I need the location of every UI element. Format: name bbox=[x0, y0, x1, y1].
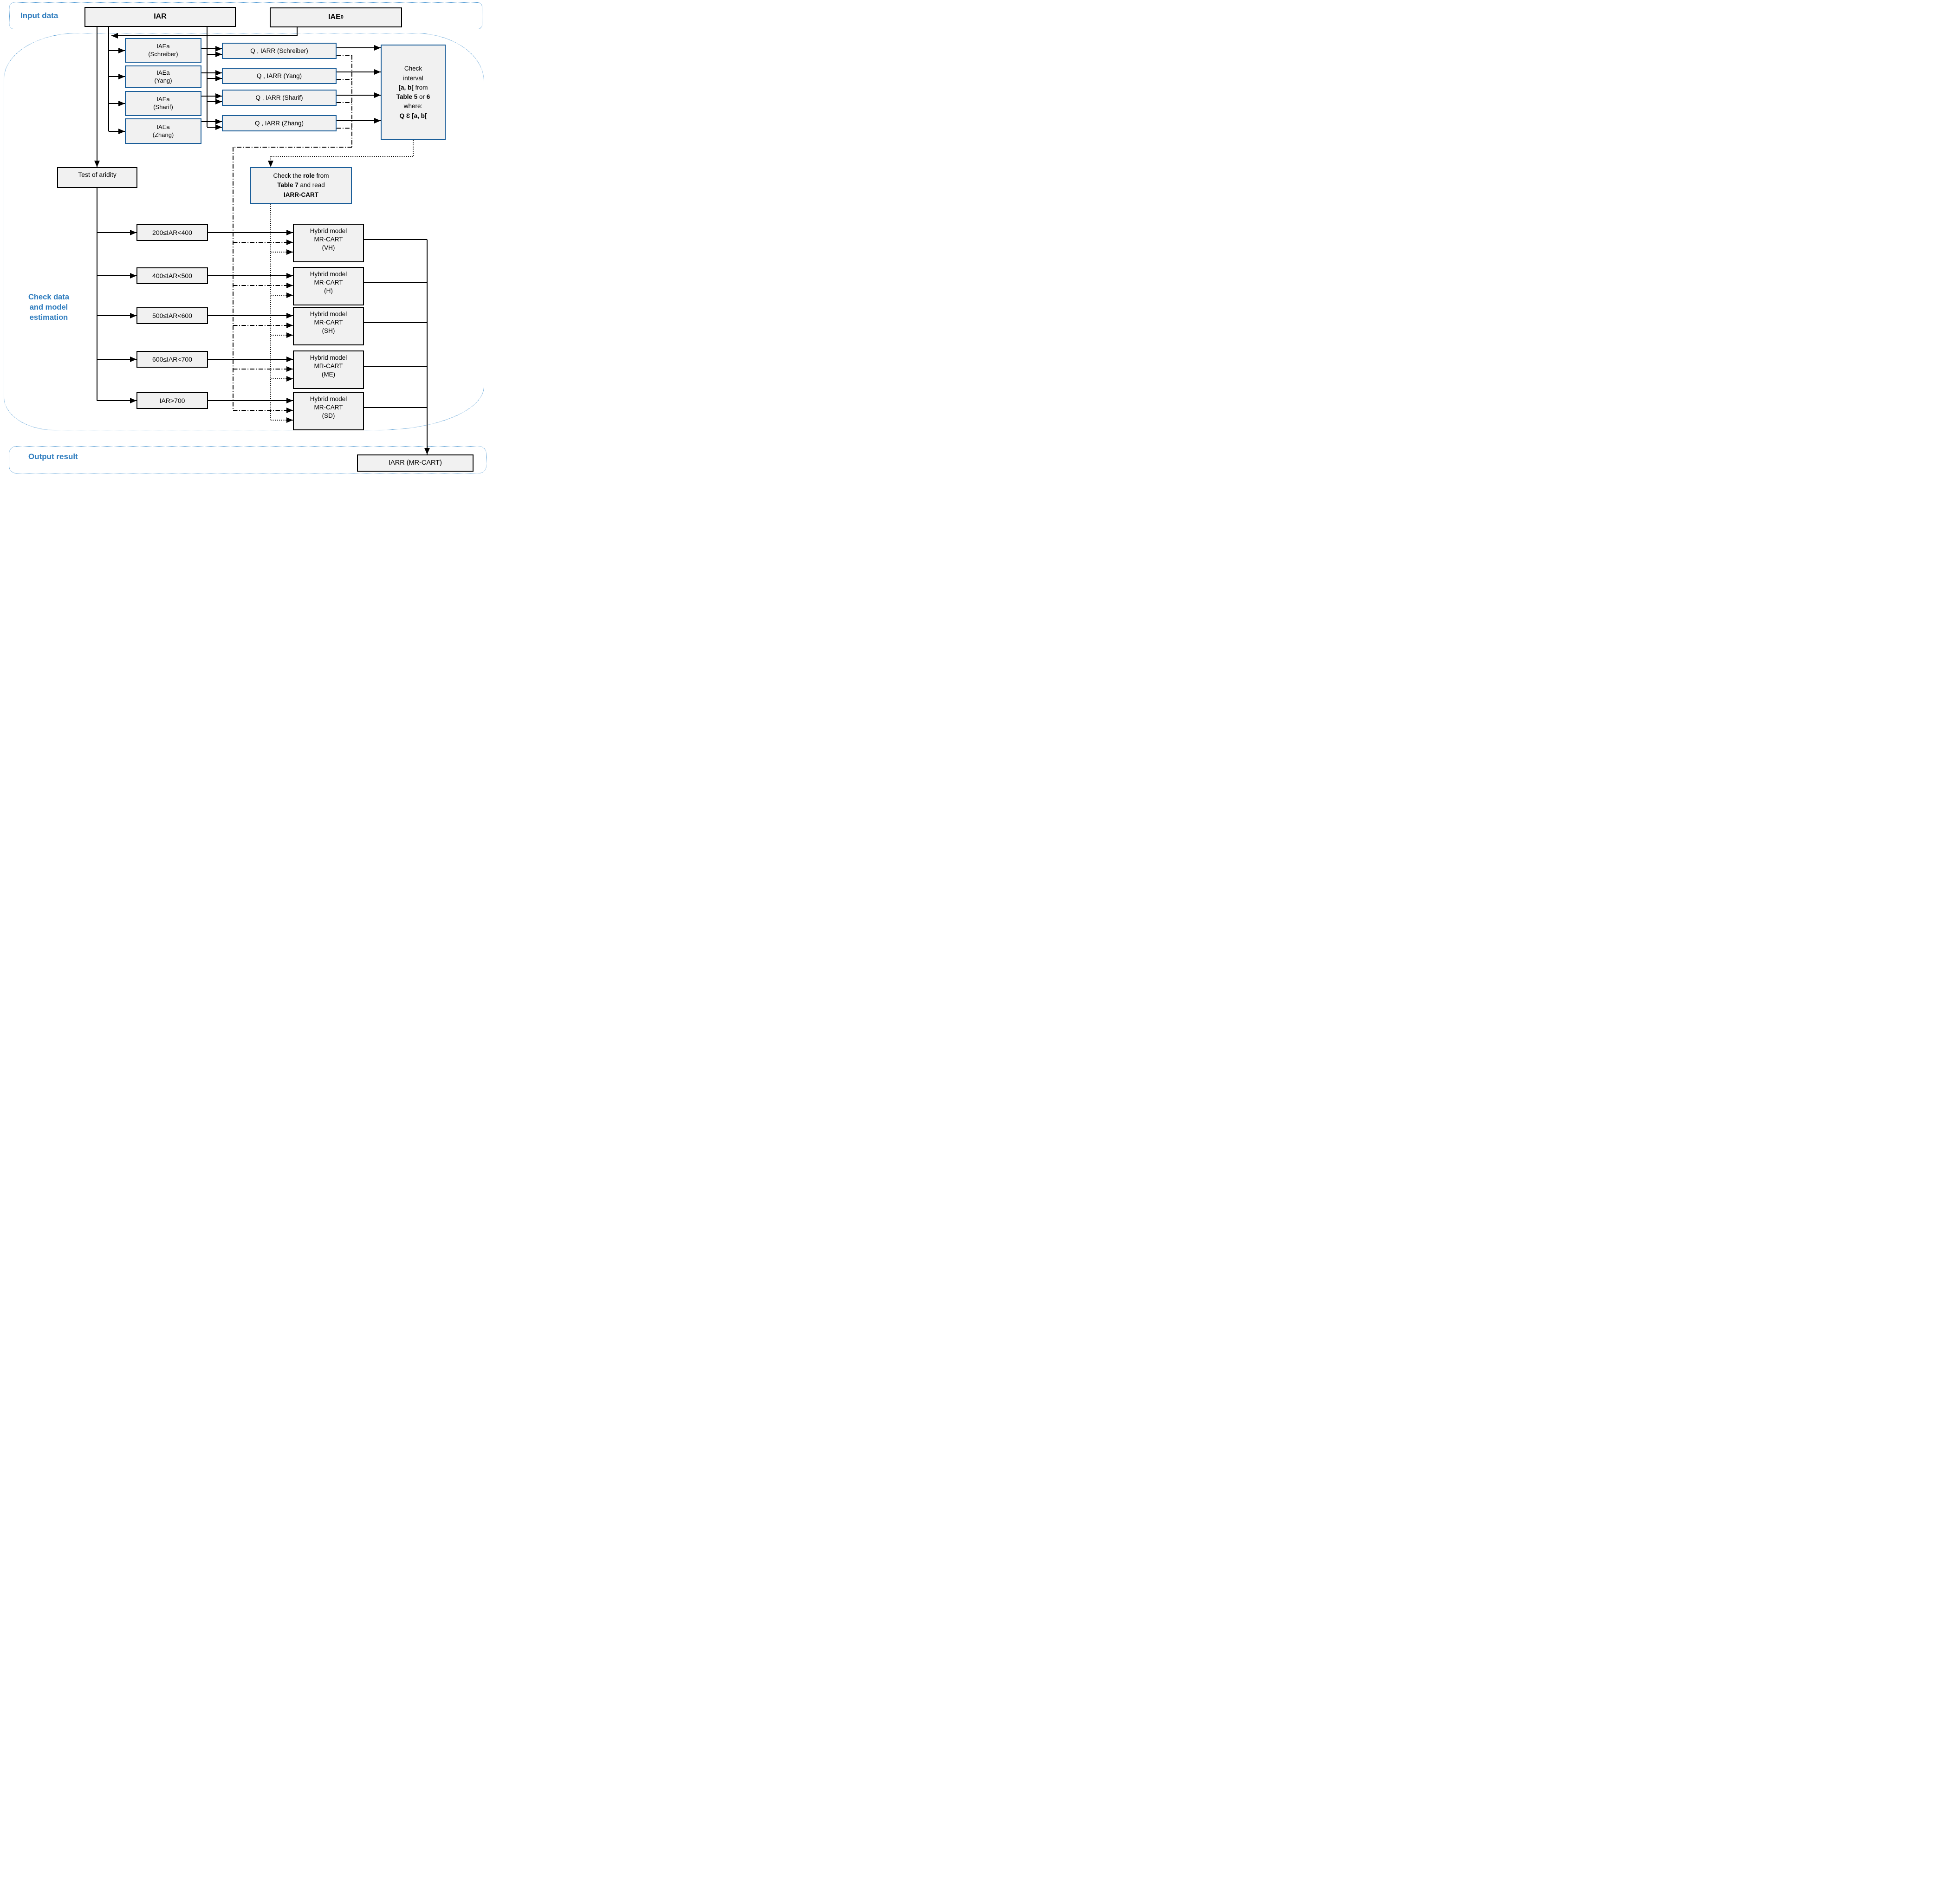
check-role-line1-bold: role bbox=[303, 172, 315, 179]
iaea-box-sharif: IAEa (Sharif) bbox=[125, 91, 201, 116]
check-interval-line5: where: bbox=[403, 103, 423, 110]
solid-connectors bbox=[94, 27, 430, 454]
test-of-aridity-box: Test of aridity bbox=[57, 167, 137, 188]
check-role-box: Check the role from Table 7 and read IAR… bbox=[250, 167, 352, 204]
check-role-line1a: Check the bbox=[273, 172, 303, 179]
check-role-line3-bold: IARR-CART bbox=[284, 191, 318, 198]
iae0-subscript: 0 bbox=[340, 14, 344, 20]
input-data-section-frame bbox=[9, 2, 482, 29]
condition-box-500-600: 500≤IAR<600 bbox=[136, 307, 208, 324]
q-iarr-box-schreiber: Q , IARR (Schreiber) bbox=[222, 43, 337, 59]
hybrid-model-box-sh: Hybrid model MR-CART (SH) bbox=[293, 307, 364, 345]
check-role-line2-rest: and read bbox=[298, 182, 325, 189]
hybrid-model-box-me: Hybrid model MR-CART (ME) bbox=[293, 350, 364, 389]
condition-box-400-500: 400≤IAR<500 bbox=[136, 267, 208, 284]
iae0-label: IAE bbox=[328, 13, 341, 21]
iar-box: IAR bbox=[84, 7, 236, 27]
check-role-line1c: from bbox=[314, 172, 329, 179]
check-data-section-label: Check data and model estimation bbox=[28, 293, 70, 322]
condition-box-200-400: 200≤IAR<400 bbox=[136, 224, 208, 241]
flow-connectors bbox=[94, 27, 430, 454]
output-iarr-box: IARR (MR-CART) bbox=[357, 454, 474, 472]
check-interval-box: Check interval [a, b[ from Table 5 or 6 … bbox=[381, 45, 446, 140]
dotted-connectors bbox=[268, 140, 414, 423]
check-interval-line4-mid: or bbox=[417, 93, 427, 100]
iaea-box-zhang: IAEa (Zhang) bbox=[125, 118, 201, 144]
input-data-section-label: Input data bbox=[20, 11, 58, 20]
q-iarr-box-sharif: Q , IARR (Sharif) bbox=[222, 90, 337, 106]
dashdot-connectors bbox=[233, 55, 352, 413]
check-interval-line2: interval bbox=[403, 74, 423, 82]
check-data-section-frame bbox=[4, 33, 484, 430]
iaea-box-yang: IAEa (Yang) bbox=[125, 65, 201, 88]
flowchart-canvas: Input data Check data and model estimati… bbox=[0, 0, 490, 475]
q-iarr-box-zhang: Q , IARR (Zhang) bbox=[222, 115, 337, 131]
check-role-line2-bold: Table 7 bbox=[277, 182, 299, 189]
check-interval-line4-bold1: Table 5 bbox=[396, 93, 418, 100]
hybrid-model-box-h: Hybrid model MR-CART (H) bbox=[293, 267, 364, 305]
condition-box-600-700: 600≤IAR<700 bbox=[136, 351, 208, 368]
hybrid-model-box-sd: Hybrid model MR-CART (SD) bbox=[293, 392, 364, 430]
iaea-box-schreiber: IAEa (Schreiber) bbox=[125, 38, 201, 63]
check-interval-line1: Check bbox=[404, 65, 422, 72]
check-interval-line6-bold: Q Ɛ [a, b[ bbox=[399, 112, 427, 119]
q-iarr-box-yang: Q , IARR (Yang) bbox=[222, 68, 337, 84]
output-result-section-label: Output result bbox=[28, 452, 78, 461]
condition-box-over-700: IAR>700 bbox=[136, 392, 208, 409]
check-interval-line3-bold: [a, b[ bbox=[398, 84, 414, 91]
output-result-section-frame bbox=[9, 446, 487, 473]
check-interval-line4-bold2: 6 bbox=[426, 93, 430, 100]
check-interval-line3-rest: from bbox=[413, 84, 428, 91]
hybrid-model-box-vh: Hybrid model MR-CART (VH) bbox=[293, 224, 364, 262]
